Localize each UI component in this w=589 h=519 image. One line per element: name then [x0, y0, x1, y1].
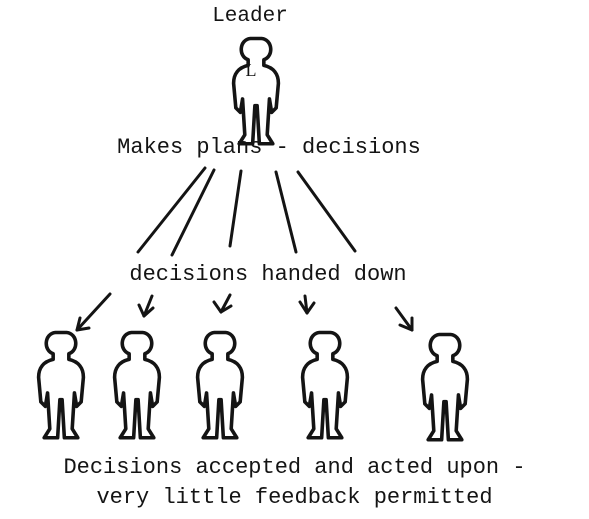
follower-figure-5: [420, 332, 470, 442]
follower-figure-1: [36, 330, 86, 440]
distribution-line: [170, 168, 216, 257]
distribution-lines: [136, 166, 357, 257]
outcome-caption-line-1: Decisions accepted and acted upon -: [63, 455, 526, 480]
distribution-line: [296, 170, 357, 253]
distribution-line: [228, 169, 243, 248]
follower-figure-2: [112, 330, 162, 440]
follower-figure-4: [300, 330, 350, 440]
leader-badge: L: [246, 60, 257, 80]
handed-down-label: decisions handed down: [129, 262, 407, 287]
arrow-to-follower-2: [137, 294, 155, 318]
leader-title: Leader: [212, 5, 288, 28]
distribution-line: [136, 166, 207, 254]
arrow-to-follower-1: [75, 292, 112, 332]
plans-label: Makes plans - decisions: [117, 135, 421, 160]
leader-figure: [231, 36, 281, 146]
follower-figure-3: [195, 330, 245, 440]
arrow-to-follower-3: [212, 293, 233, 314]
handed-down-arrows: [75, 292, 414, 332]
arrow-to-follower-5: [394, 306, 414, 332]
follower-figures: [36, 330, 470, 442]
arrow-to-follower-4: [298, 294, 316, 315]
distribution-line: [274, 170, 298, 254]
outcome-caption-line-2: very little feedback permitted: [96, 485, 493, 510]
